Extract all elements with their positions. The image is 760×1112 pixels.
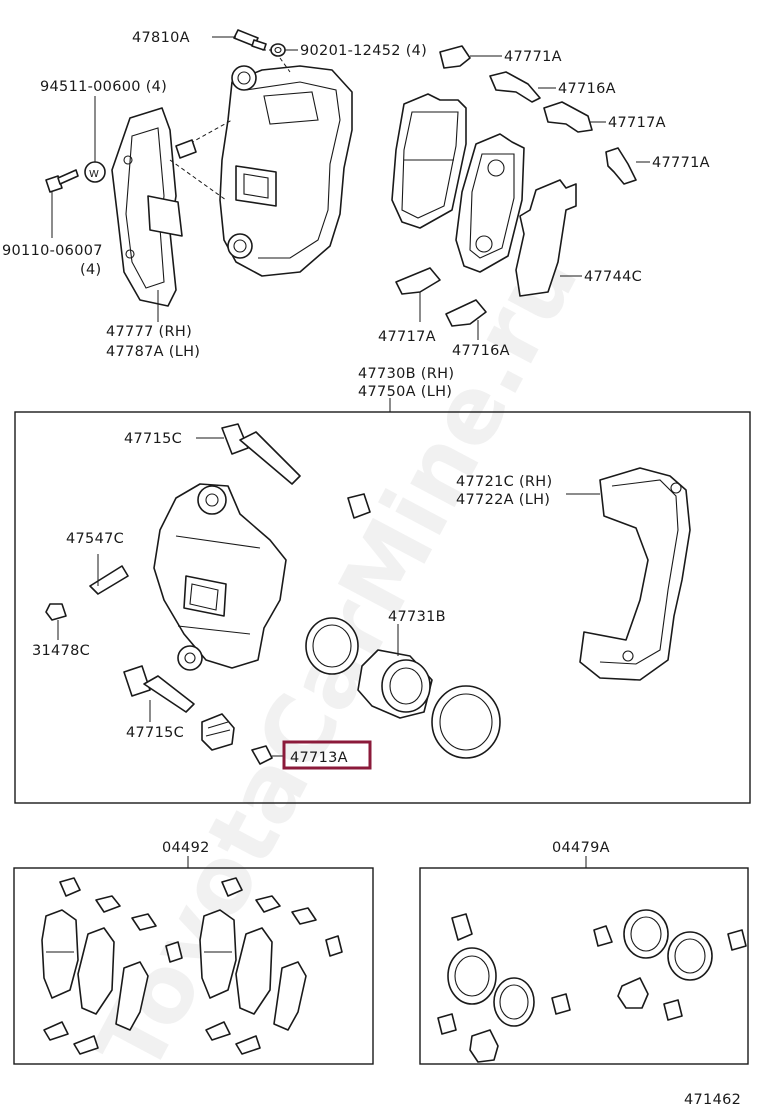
guide-pin-47715C-top[interactable] [221,423,301,485]
label-47717A-top[interactable]: 47717A [608,115,666,131]
label-47717A-low[interactable]: 47717A [378,329,436,345]
pad-shim-47744C[interactable] [515,179,577,297]
label-31478C[interactable]: 31478C [32,643,90,659]
label-47777[interactable]: 47777 (RH) [106,324,192,340]
w-washer-94511[interactable]: W [84,161,106,183]
seal-kit-parts[interactable] [437,909,747,1063]
label-47715C-low[interactable]: 47715C [126,725,184,741]
pad-kit-parts[interactable] [41,877,343,1055]
piston-47731B[interactable] [357,649,433,719]
highlight-box-47713A [282,740,372,770]
shim-clip-47717A-low[interactable] [395,267,441,295]
bleeder-plug-47547C[interactable] [89,565,129,595]
bleeder-bolt-top[interactable] [233,29,267,51]
brake-pad-inner[interactable] [455,133,525,273]
seal-kit-frame [419,867,749,1065]
label-47730B[interactable]: 47730B (RH) [358,366,454,382]
brake-pad-outer[interactable] [391,93,467,229]
label-47810A[interactable]: 47810A [132,30,190,46]
bushing-small-top[interactable] [347,493,371,519]
label-47771A-top[interactable]: 47771A [504,49,562,65]
guide-boot[interactable] [201,713,235,751]
label-47715C-top[interactable]: 47715C [124,431,182,447]
label-04492[interactable]: 04492 [162,840,210,856]
caliper-body-top[interactable] [219,65,353,277]
cap-31478C[interactable] [45,603,67,621]
label-94511[interactable]: 94511-00600 (4) [40,79,167,95]
label-47787A[interactable]: 47787A (LH) [106,344,200,360]
label-04479A[interactable]: 04479A [552,840,610,856]
label-47716A-top[interactable]: 47716A [558,81,616,97]
label-47547C[interactable]: 47547C [66,531,124,547]
pad-clip-47771A-mid[interactable] [605,147,637,185]
piston-boot[interactable] [431,685,501,759]
label-47716A-low[interactable]: 47716A [452,343,510,359]
anti-squeal-shim-47777[interactable] [111,107,183,307]
mount-bolt-top[interactable] [175,139,197,159]
label-90110[interactable]: 90110-06007 [2,243,103,259]
caliper-body-middle[interactable] [153,483,287,671]
dash-bolt [262,49,291,73]
piston-seal[interactable] [305,617,359,675]
label-90110-qty: (4) [80,262,101,278]
pad-kit-frame [13,867,374,1065]
caliper-bracket-47721C[interactable] [579,467,691,681]
bushing-47713A[interactable] [251,745,273,765]
shim-clip-47717A-top[interactable] [543,101,593,133]
svg-text:W: W [89,169,99,180]
label-90201[interactable]: 90201-12452 (4) [300,43,427,59]
support-spring-47716A-low[interactable] [445,299,487,327]
diagram-number: 471462 [684,1092,741,1108]
guide-pin-47715C-low[interactable] [123,665,195,713]
bolt-90110[interactable] [45,169,79,193]
label-47750A[interactable]: 47750A (LH) [358,384,452,400]
label-47731B[interactable]: 47731B [388,609,446,625]
label-47771A-mid[interactable]: 47771A [652,155,710,171]
support-spring-47716A-top[interactable] [489,71,541,103]
washer-90201[interactable] [270,43,286,57]
label-47744C[interactable]: 47744C [584,269,642,285]
pad-clip-47771A-top[interactable] [439,45,471,69]
caliper-assembly-frame [14,411,751,804]
label-47721C[interactable]: 47721C (RH) [456,474,552,490]
label-47722A[interactable]: 47722A (LH) [456,492,550,508]
label-47713A[interactable]: 47713A [290,750,348,766]
